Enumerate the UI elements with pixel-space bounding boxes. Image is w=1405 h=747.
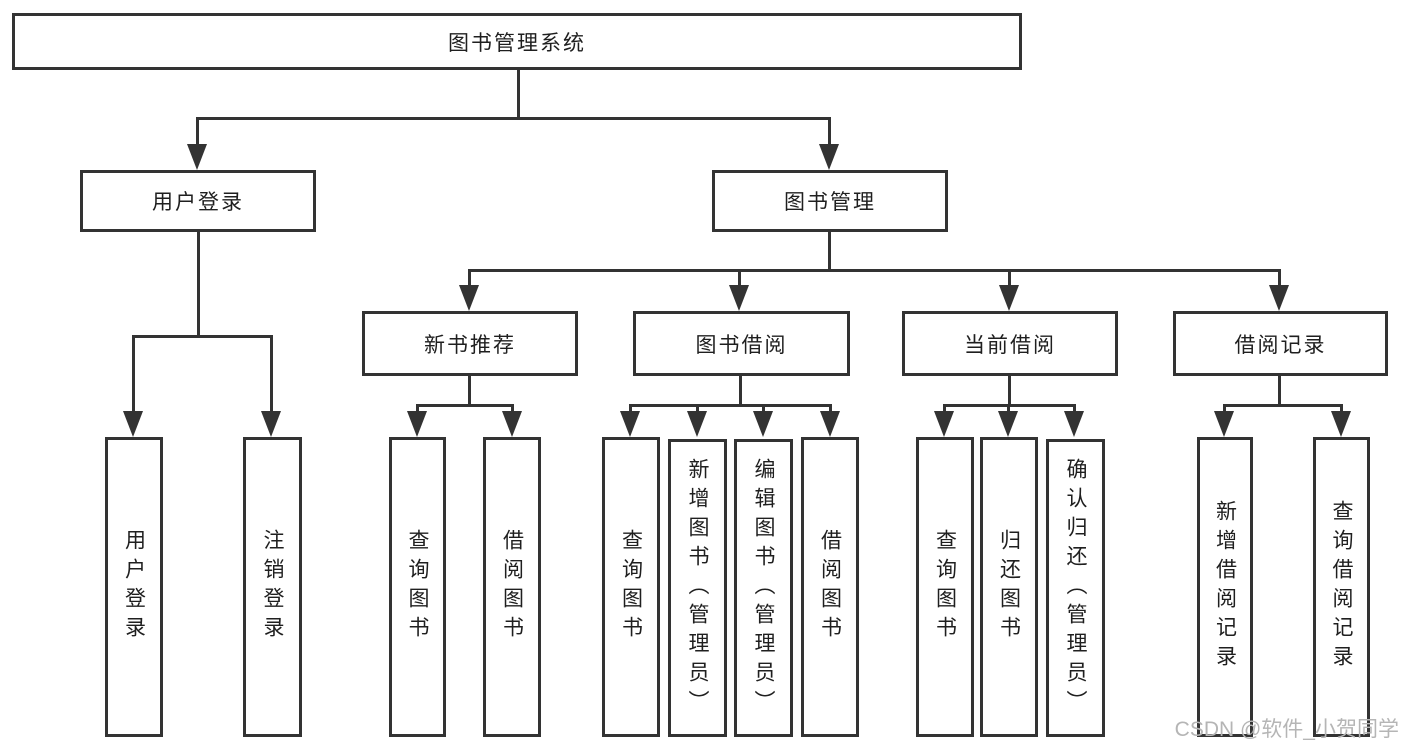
node-user-login-label: 用户登录 [152,190,244,214]
arrowhead-icon [1269,285,1289,311]
connector-line [1278,269,1281,287]
leaf-query-book-1: 查询图书 [389,437,446,737]
connector-line [1223,404,1343,407]
arrowhead-icon [820,411,840,437]
arrowhead-icon [123,411,143,437]
leaf-logout-label: 注销登录 [261,529,285,645]
node-borrow-record: 借阅记录 [1173,311,1388,376]
arrowhead-icon [999,285,1019,311]
leaf-add-book-admin: 新增图书（管理员） [668,439,727,737]
connector-line [1278,376,1281,407]
connector-line [739,376,742,407]
arrowhead-icon [459,285,479,311]
connector-line [132,335,135,413]
connector-line [1008,269,1011,287]
connector-line [197,232,200,338]
leaf-borrow-book-2: 借阅图书 [801,437,859,737]
connector-line [416,404,419,413]
connector-line [196,117,830,120]
node-borrow-record-label: 借阅记录 [1234,332,1327,357]
connector-line [828,232,831,272]
leaf-return-book: 归还图书 [980,437,1038,737]
leaf-query-book-3: 查询图书 [916,437,974,737]
connector-line [416,404,514,407]
node-root: 图书管理系统 [12,13,1022,70]
leaf-user-login: 用户登录 [105,437,163,737]
arrowhead-icon [407,411,427,437]
arrowhead-icon [1064,411,1084,437]
arrowhead-icon [753,411,773,437]
connector-line [1340,404,1343,413]
node-book-management-label: 图书管理 [784,190,876,214]
connector-line [468,376,471,407]
arrowhead-icon [998,411,1018,437]
node-book-borrow: 图书借阅 [633,311,850,376]
leaf-query-borrow-record-label: 查询借阅记录 [1330,500,1354,674]
connector-line [468,269,1281,272]
connector-line [629,404,832,407]
node-current-borrow-label: 当前借阅 [964,332,1056,357]
connector-line [762,404,765,413]
arrowhead-icon [687,411,707,437]
leaf-edit-book-admin: 编辑图书（管理员） [734,439,793,737]
node-new-book-recommend-label: 新书推荐 [424,332,516,357]
leaf-add-borrow-record-label: 新增借阅记录 [1213,500,1238,674]
connector-line [696,404,699,413]
leaf-query-book-3-label: 查询图书 [933,529,958,645]
leaf-add-book-admin-label: 新增图书（管理员） [686,457,710,719]
connector-line [132,335,273,338]
connector-line [468,269,471,287]
leaf-add-borrow-record: 新增借阅记录 [1197,437,1253,737]
leaf-borrow-book-1-label: 借阅图书 [500,529,525,645]
leaf-edit-book-admin-label: 编辑图书（管理员） [752,457,776,719]
node-root-label: 图书管理系统 [448,30,586,55]
node-new-book-recommend: 新书推荐 [362,311,578,376]
arrowhead-icon [1214,411,1234,437]
watermark: CSDN @软件_小贺同学 [1174,718,1399,741]
node-current-borrow: 当前借阅 [902,311,1118,376]
leaf-query-borrow-record: 查询借阅记录 [1313,437,1370,737]
leaf-confirm-return-admin: 确认归还（管理员） [1046,439,1105,737]
arrowhead-icon [729,285,749,311]
leaf-confirm-return-admin-label: 确认归还（管理员） [1064,457,1088,719]
leaf-borrow-book-2-label: 借阅图书 [818,529,843,645]
arrowhead-icon [187,144,207,170]
arrowhead-icon [934,411,954,437]
arrowhead-icon [261,411,281,437]
connector-line [1073,404,1076,413]
connector-line [1008,376,1011,407]
arrowhead-icon [819,144,839,170]
connector-line [828,117,831,147]
node-user-login: 用户登录 [80,170,316,232]
leaf-logout: 注销登录 [243,437,302,737]
connector-line [1007,404,1010,413]
connector-line [270,335,273,413]
leaf-borrow-book-1: 借阅图书 [483,437,541,737]
leaf-return-book-label: 归还图书 [997,529,1022,645]
connector-line [196,117,199,147]
node-book-borrow-label: 图书借阅 [695,332,788,357]
leaf-query-book-2: 查询图书 [602,437,660,737]
connector-line [511,404,514,413]
connector-line [629,404,632,413]
leaf-query-book-2-label: 查询图书 [619,529,644,645]
node-book-management: 图书管理 [712,170,948,232]
connector-line [1223,404,1226,413]
leaf-query-book-1-label: 查询图书 [406,529,430,645]
arrowhead-icon [502,411,522,437]
connector-line [738,269,741,287]
connector-line [943,404,946,413]
leaf-user-login-label: 用户登录 [122,529,147,645]
connector-line [829,404,832,413]
arrowhead-icon [620,411,640,437]
connector-line [517,70,520,118]
arrowhead-icon [1331,411,1351,437]
